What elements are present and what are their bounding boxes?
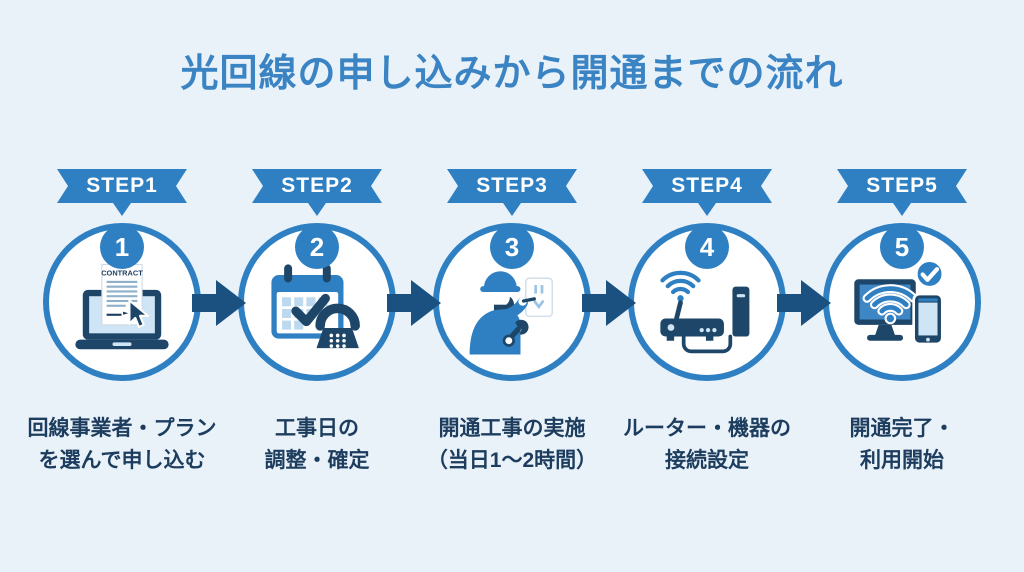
step-label: 工事日の 調整・確定	[264, 417, 370, 472]
step-banner: STEP2	[252, 169, 382, 216]
laptop-contract-icon: CONTRACT	[75, 263, 169, 350]
step-banner: STEP3	[447, 169, 577, 216]
flow-arrow-icon	[581, 280, 636, 326]
steps-row: STEP1 CONTRACT	[25, 169, 1000, 476]
step-banner-label: STEP3	[476, 174, 548, 197]
step-banner-label: STEP5	[866, 174, 938, 197]
step-number-badge: 2	[295, 225, 339, 269]
step-label: 回線事業者・プラン を選んで申し込む	[27, 417, 217, 472]
telephone-icon	[315, 303, 360, 349]
step-3: STEP3	[415, 169, 610, 476]
step-banner: STEP4	[642, 169, 772, 216]
step-banner: STEP5	[837, 169, 967, 216]
step-label: ルーター・機器の 接続設定	[623, 417, 791, 472]
check-badge-icon	[914, 259, 945, 289]
step-number-badge: 4	[685, 225, 729, 269]
flow-arrow-icon	[386, 280, 441, 326]
flow-arrow-icon	[776, 280, 831, 326]
step-banner: STEP1	[57, 169, 187, 216]
step-2: STEP2	[220, 169, 415, 476]
step-1: STEP1 CONTRACT	[25, 169, 220, 476]
step-banner-label: STEP4	[671, 174, 743, 197]
flow-arrow-icon	[191, 280, 246, 326]
step-banner-label: STEP1	[86, 174, 158, 197]
technician-outlet-icon	[469, 271, 554, 355]
step-label: 開通完了・ 利用開始	[849, 417, 955, 472]
step-number-badge: 5	[880, 225, 924, 269]
step-label: 開通工事の実施 （当日1〜2時間）	[426, 417, 598, 472]
step-number-badge: 3	[490, 225, 534, 269]
step-number-badge: 1	[100, 225, 144, 269]
wrench-icon	[502, 319, 529, 347]
wifi-icon	[660, 270, 701, 295]
wifi-icon	[862, 284, 919, 325]
step-5: STEP5	[805, 169, 1000, 476]
step-banner-label: STEP2	[281, 174, 353, 197]
contract-text: CONTRACT	[101, 269, 143, 278]
router-modem-icon	[660, 270, 750, 354]
calendar-phone-icon	[271, 264, 360, 349]
page-title: 光回線の申し込みから開通までの流れ	[180, 53, 844, 95]
step-4: STEP4	[610, 169, 805, 476]
devices-wifi-check-icon	[854, 259, 945, 346]
